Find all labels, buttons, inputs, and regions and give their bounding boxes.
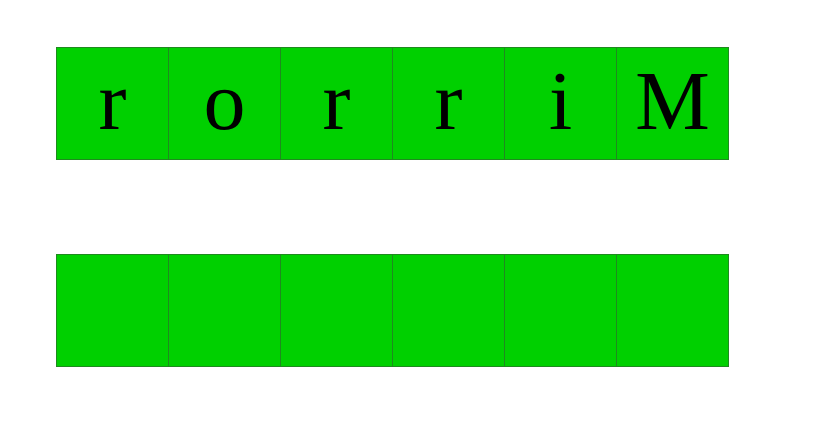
tile-letter: r (434, 54, 463, 148)
tile-letter: M (635, 54, 710, 148)
letter-tile[interactable]: r (280, 47, 393, 160)
answer-slot[interactable] (504, 254, 617, 367)
answer-slot-row (56, 254, 729, 367)
letter-tile[interactable]: r (56, 47, 169, 160)
answer-slot[interactable] (168, 254, 281, 367)
answer-slot[interactable] (280, 254, 393, 367)
letter-tile[interactable]: M (616, 47, 729, 160)
tile-letter: i (548, 54, 573, 148)
tile-letter: o (203, 54, 246, 148)
answer-slot[interactable] (616, 254, 729, 367)
letter-tile[interactable]: i (504, 47, 617, 160)
answer-slot[interactable] (56, 254, 169, 367)
tile-letter: r (98, 54, 127, 148)
answer-slot[interactable] (392, 254, 505, 367)
letter-tile[interactable]: o (168, 47, 281, 160)
letter-tile[interactable]: r (392, 47, 505, 160)
tile-letter: r (322, 54, 351, 148)
